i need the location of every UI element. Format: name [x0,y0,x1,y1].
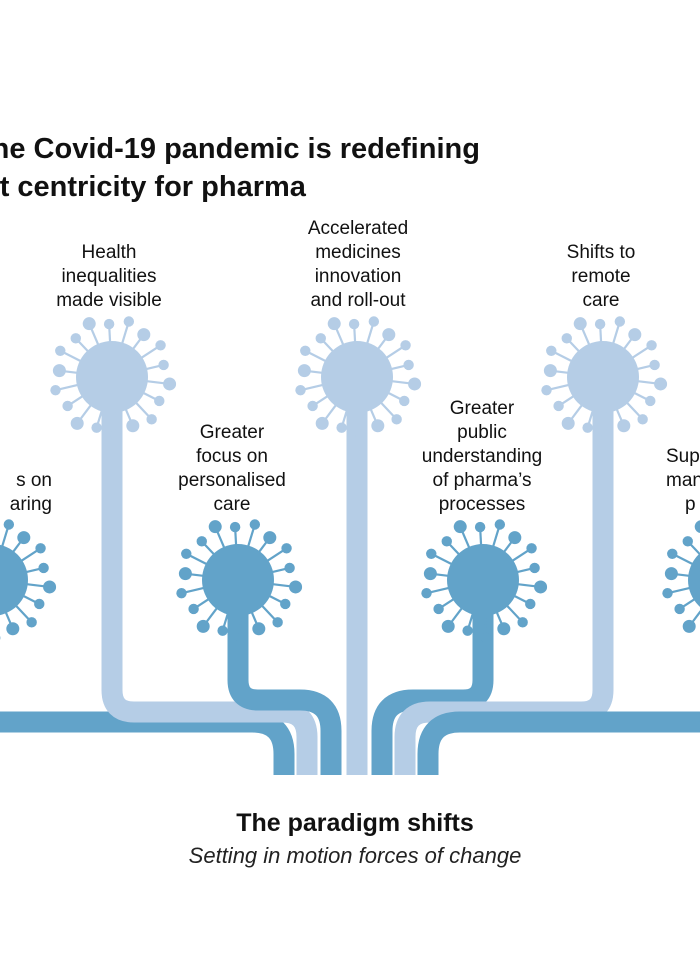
footer-subtitle: Setting in motion forces of change [188,843,522,868]
label-line: care [213,494,251,515]
label-line: focus on [196,446,268,467]
virus-icon-accelerated-innovation [295,316,422,441]
label-line: Sup [666,446,700,467]
virus-icon-personalised-care [176,519,303,644]
page-title-line-2: nt centricity for pharma [0,171,306,203]
label-line: of pharma’s [432,470,532,491]
virus-icon-left-edge [0,519,57,640]
stem-public-understanding [371,600,494,775]
label-line: p [685,494,696,515]
virus-icon-remote-care [541,316,668,441]
label-remote-care: Shifts to remote care [567,241,636,313]
label-line: public [457,422,507,443]
label-line: processes [438,494,526,515]
label-right-edge: Sup man p [666,445,700,517]
label-line: and roll-out [310,290,406,311]
label-line: s on [16,470,52,491]
label-line: made visible [56,290,162,311]
virus-icons [0,316,700,644]
label-line: aring [9,494,52,515]
label-line: medicines [315,242,401,263]
label-line: understanding [421,446,543,467]
label-personalised-care: Greater focus on personalised care [178,421,286,517]
label-line: man [666,470,700,491]
stem-right-edge [417,711,700,775]
stem-health-inequalities [101,400,318,775]
label-line: Shifts to [566,242,636,263]
label-line: inequalities [61,266,157,287]
label-line: innovation [314,266,402,287]
label-line: Health [81,242,137,263]
label-line: personalised [178,470,286,491]
label-line: Greater [199,422,265,443]
label-line: Accelerated [307,218,409,239]
label-public-understanding: Greater public understanding of pharma’s… [422,397,542,517]
page-title-line-1: the Covid-19 pandemic is redefining [0,133,480,165]
label-line: remote [571,266,631,287]
label-accelerated-innovation: Accelerated medicines innovation and rol… [308,217,408,313]
stem-personalised-care [227,600,342,775]
label-line: Greater [449,398,515,419]
label-left-edge: s on aring [0,469,52,517]
stem-left-edge [0,711,295,775]
label-line: care [582,290,620,311]
branch-stems [0,400,700,775]
virus-icon-public-understanding [421,519,548,644]
virus-icon-health-inequalities [50,316,177,441]
label-health-inequalities: Health inequalities made visible [56,241,162,313]
footer-title: The paradigm shifts [236,809,474,837]
virus-icon-right-edge [662,520,700,633]
